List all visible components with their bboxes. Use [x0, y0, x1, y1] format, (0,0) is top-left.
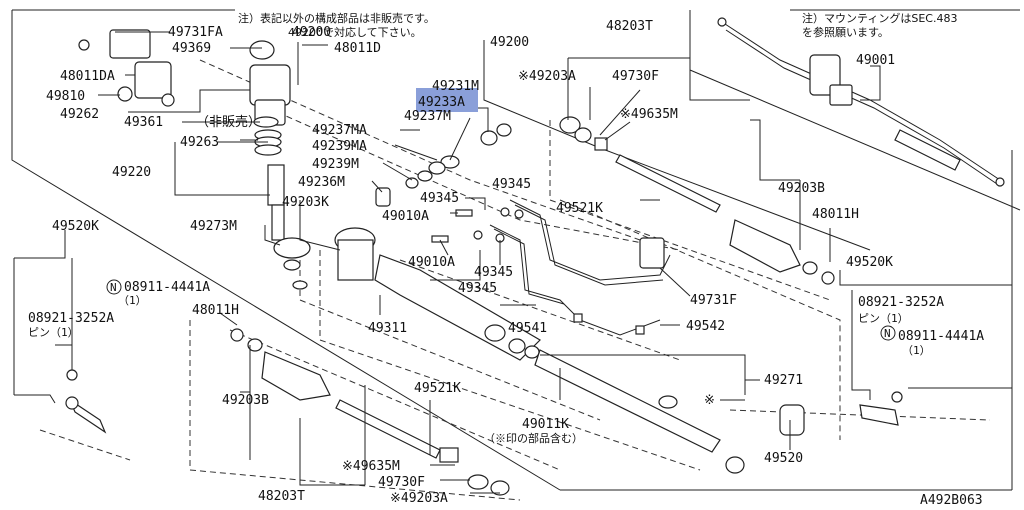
label-49369: 49369: [172, 41, 211, 56]
label-one-left: （1）: [118, 294, 147, 307]
label-code: A492B063: [920, 493, 983, 508]
label-49311: 49311: [368, 321, 407, 336]
highlight-49233A: [416, 88, 478, 112]
lower-tie-rod: [230, 328, 510, 496]
label-49361: 49361: [124, 115, 163, 130]
label-49203A: ※49203A: [518, 69, 576, 84]
label-49731FA: 49731FA: [168, 25, 223, 40]
note-top-left-2: 49200で対応して下さい。: [288, 25, 422, 39]
label-49200: 49200: [490, 35, 529, 50]
full-assembly-thumb: [717, 17, 1005, 187]
label-49635M: ※49635M: [620, 107, 678, 122]
label-49237MA: 49237MA: [312, 123, 367, 138]
label-48011H-left: 48011H: [192, 303, 239, 318]
label-pin-right: ピン（1）: [858, 312, 909, 325]
label-49345-c: 49345: [474, 265, 513, 280]
label-08911-right: 08911-4441A: [898, 329, 984, 344]
label-49345-a: 49345: [492, 177, 531, 192]
label-49010A-2: 49010A: [408, 255, 455, 270]
label-49263: 49263: [180, 135, 219, 150]
leader-lines: [13, 31, 1012, 494]
label-49542: 49542: [686, 319, 725, 334]
seals-group: [375, 116, 608, 207]
label-49520: 49520: [764, 451, 803, 466]
label-49233A: 49233A: [418, 95, 465, 110]
label-49203B-left: 49203B: [222, 393, 269, 408]
label-49200-top: 49200: [292, 25, 331, 40]
n-circle-left-label: N: [110, 281, 117, 294]
label-49730F-bottom: 49730F: [378, 475, 425, 490]
label-49231M: 49231M: [432, 79, 479, 94]
label-49730F: 49730F: [612, 69, 659, 84]
label-49345-b: 49345: [420, 191, 459, 206]
n-circle-left: [106, 279, 122, 295]
label-48203T-bottom: 48203T: [258, 489, 305, 504]
n-circle-right-label: N: [884, 327, 891, 340]
label-49203K: 49203K: [282, 195, 329, 210]
label-49520K-right: 49520K: [846, 255, 893, 270]
label-49220: 49220: [112, 165, 151, 180]
outer-tie-rod-ends: [65, 369, 903, 434]
label-49239MA: 49239MA: [312, 139, 367, 154]
label-49541: 49541: [508, 321, 547, 336]
label-star: ※: [704, 393, 715, 408]
pipes-group: [431, 199, 671, 336]
label-48203T: 48203T: [606, 19, 653, 34]
label-49520K-left: 49520K: [52, 219, 99, 234]
rack-housing: [334, 227, 805, 474]
label-49271: 49271: [764, 373, 803, 388]
part-labels: 49731FA 49369 49200 48011D 48011DA 49810…: [28, 19, 984, 508]
label-49521K-bottom: 49521K: [414, 381, 461, 396]
label-49239M: 49239M: [312, 157, 359, 172]
label-49810: 49810: [46, 89, 85, 104]
label-08911-left: 08911-4441A: [124, 280, 210, 295]
n-circle-right: [880, 325, 896, 341]
label-49010A: 49010A: [382, 209, 429, 224]
label-49011K-note: （※印の部品含む）: [484, 431, 583, 445]
note-top-left: 注）表記以外の構成部品は非販売です。: [238, 11, 435, 25]
label-hihanbai: （非販売）: [196, 114, 261, 130]
note-top-right-2: を参照願います。: [802, 25, 889, 39]
label-49635M-bottom: ※49635M: [342, 459, 400, 474]
label-one-right: （1）: [902, 344, 931, 357]
label-49203A-bottom: ※49203A: [390, 491, 448, 506]
label-49237M: 49237M: [404, 109, 451, 124]
label-49731F: 49731F: [690, 293, 737, 308]
label-08921-left: 08921-3252A: [28, 311, 114, 326]
label-49236M: 49236M: [298, 175, 345, 190]
label-49011K: 49011K: [522, 417, 569, 432]
valve-housing-group: [78, 29, 311, 290]
upper-tie-rod: [615, 154, 835, 285]
dashed-guides: [39, 59, 991, 501]
label-48011H: 48011H: [812, 207, 859, 222]
label-08921-right: 08921-3252A: [858, 295, 944, 310]
label-49345-d: 49345: [458, 281, 497, 296]
label-pin-left: ピン（1）: [28, 326, 79, 339]
label-49001: 49001: [856, 53, 895, 68]
label-48011DA: 48011DA: [60, 69, 115, 84]
label-49262: 49262: [60, 107, 99, 122]
label-49273M: 49273M: [190, 219, 237, 234]
note-top-right: 注）マウンティングはSEC.483: [802, 11, 957, 25]
label-48011D: 48011D: [334, 41, 381, 56]
label-49521K: 49521K: [556, 201, 603, 216]
label-49203B: 49203B: [778, 181, 825, 196]
